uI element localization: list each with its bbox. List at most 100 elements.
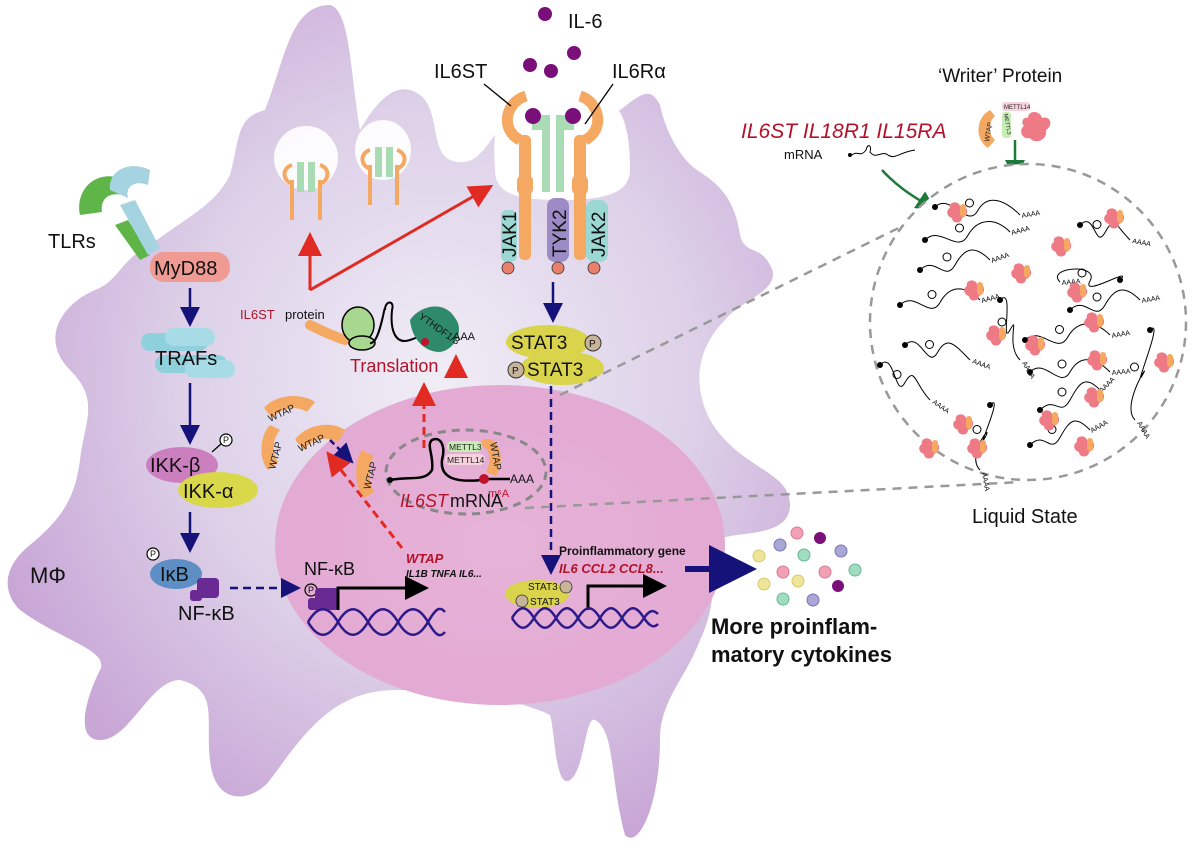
droplet-wtap — [980, 440, 986, 453]
stat3-dimer-bottom — [520, 351, 604, 385]
stat3-nuclear-phospho — [559, 580, 573, 594]
writer-mettl3-label: METTL3 — [1002, 113, 1012, 135]
droplet-mrna-cap — [897, 302, 903, 308]
droplet-mrna-strand — [1079, 221, 1131, 241]
droplet-polya-label: AAAA — [980, 472, 990, 492]
droplet-polya-label: AAAA — [1011, 225, 1031, 237]
droplet-polya-label: AAAA — [1132, 238, 1152, 248]
il6st-protein-word: protein — [285, 307, 325, 322]
nuclear-polya: AAA — [510, 472, 534, 486]
nfkb-target-genes: IL1B TNFA IL6... — [406, 569, 482, 580]
stat3-phospho-top — [584, 334, 602, 352]
droplet-wtap — [1080, 284, 1086, 297]
trafs-cluster — [141, 328, 235, 378]
myd88-box — [150, 252, 230, 282]
droplet-mrna-cap — [932, 204, 938, 210]
mettl3-label: METTL3 — [449, 442, 482, 452]
droplet-mrna-loop — [927, 290, 937, 299]
writer-ythdf-blob — [1021, 112, 1051, 142]
nfkb-nuclear-square — [315, 588, 339, 610]
droplet-mrna-loop — [892, 370, 902, 379]
droplet-mrna-cap — [1067, 307, 1073, 313]
tyk2-box — [547, 198, 569, 262]
droplet-mrna-cap — [1117, 277, 1123, 283]
droplet-mrna-cap — [1037, 407, 1043, 413]
droplet-polya-label: AAAA — [1111, 330, 1131, 340]
small-receptor-2 — [360, 147, 407, 205]
droplet-mrna-strand — [1056, 268, 1123, 287]
writer-mrna-squiggle — [851, 145, 916, 158]
mrna-cap — [387, 477, 393, 483]
tyk2-label: TYK2 — [550, 209, 571, 257]
droplet-mrna-strand — [879, 361, 931, 401]
m6a-site — [479, 474, 489, 484]
membrane-pocket-2 — [355, 120, 411, 180]
writer-protein-title: ‘Writer’ Protein — [938, 66, 1062, 87]
droplet-wtap — [1117, 210, 1123, 223]
droplet-mrna-loop — [997, 317, 1007, 327]
writer-mettl14-label: METTL14 — [1004, 105, 1031, 111]
droplet-mrna-loop — [1092, 292, 1102, 302]
ikb-label: IκB — [160, 564, 189, 586]
droplet-mrna-loop — [942, 252, 952, 262]
ikk-phospho-link — [211, 442, 223, 453]
droplet-mrna-cap — [987, 402, 993, 408]
il6st-pointer — [483, 83, 512, 107]
stat-target-genes: IL6 CCL2 CCL8... — [559, 561, 664, 576]
nfkb-cyto-label: NF-κB — [178, 603, 235, 625]
writer-mrna-label: mRNA — [784, 147, 823, 162]
writer-mettl14-box — [1002, 102, 1030, 111]
droplet-mrna-cap — [1027, 369, 1033, 375]
droplet-wtap — [1097, 389, 1103, 402]
droplet-polya-label: AAAA — [981, 293, 1001, 305]
phospho-p: P — [223, 435, 229, 445]
writer-wtap-label: WTAP — [984, 121, 994, 142]
droplet-wtap — [966, 416, 972, 429]
nfkb-nuclear-label: NF-κB — [304, 559, 355, 579]
stat3-bottom-label: STAT3 — [527, 360, 583, 381]
droplet-mrna-loop — [972, 425, 982, 434]
il6ra-pointer — [584, 83, 614, 125]
phospho-p: P — [150, 549, 156, 559]
ikb-blob — [150, 559, 202, 589]
droplet-wtap — [1064, 238, 1070, 251]
stat-promoter-arrow — [586, 574, 667, 610]
droplet-wtap — [1097, 314, 1103, 327]
wtap-nuclear-single — [356, 450, 374, 498]
il6-receptor-complex — [501, 90, 608, 262]
jak2-label: JAK2 — [589, 212, 610, 257]
droplet-mrna-loop — [1057, 387, 1067, 397]
droplet-polya-label: AAAA — [1062, 278, 1082, 287]
dna-helix-nfkb — [306, 607, 446, 637]
il6st-mrna-gene: IL6ST — [400, 491, 450, 511]
liquid-state-label: Liquid State — [972, 506, 1078, 528]
phospho-p: P — [589, 339, 596, 350]
droplet-mrna-loop — [1077, 268, 1087, 278]
wtap-cytoplasm-group — [261, 396, 345, 470]
droplet-polya-label: AAAA — [1141, 295, 1161, 305]
il6-label: IL-6 — [568, 11, 602, 33]
wtap-gene-label: WTAP — [406, 551, 444, 566]
trafficking-arrow-to-receptor — [309, 185, 494, 292]
jak1-box — [501, 210, 517, 262]
nfkb-nuclear-small — [308, 598, 320, 610]
ikk-alpha-label: IKK-α — [183, 481, 233, 503]
droplet-mrna-strand — [1069, 289, 1141, 312]
output-line-2: matory cytokines — [711, 642, 892, 667]
nfkb-cyto-square — [197, 578, 219, 598]
droplet-mrna-cap — [902, 342, 908, 348]
droplet-polya-label: AAAA — [1112, 368, 1132, 377]
droplet-mrna-strand — [919, 249, 991, 272]
proinflammatory-gene-title: Proinflammatory gene — [559, 544, 686, 558]
ikk-beta-label: IKK-β — [150, 455, 200, 477]
droplet-mrna-cap — [1022, 337, 1028, 343]
phospho-p: P — [512, 366, 519, 377]
il6-ligand-dots — [523, 7, 581, 78]
droplet-mrna-loop — [965, 198, 974, 208]
il6-bound-dot — [565, 108, 581, 124]
wtap-on-mrna-label: WTAP — [487, 442, 503, 472]
droplet-mrna-cap — [917, 267, 923, 273]
droplet-wtap — [1052, 412, 1058, 425]
